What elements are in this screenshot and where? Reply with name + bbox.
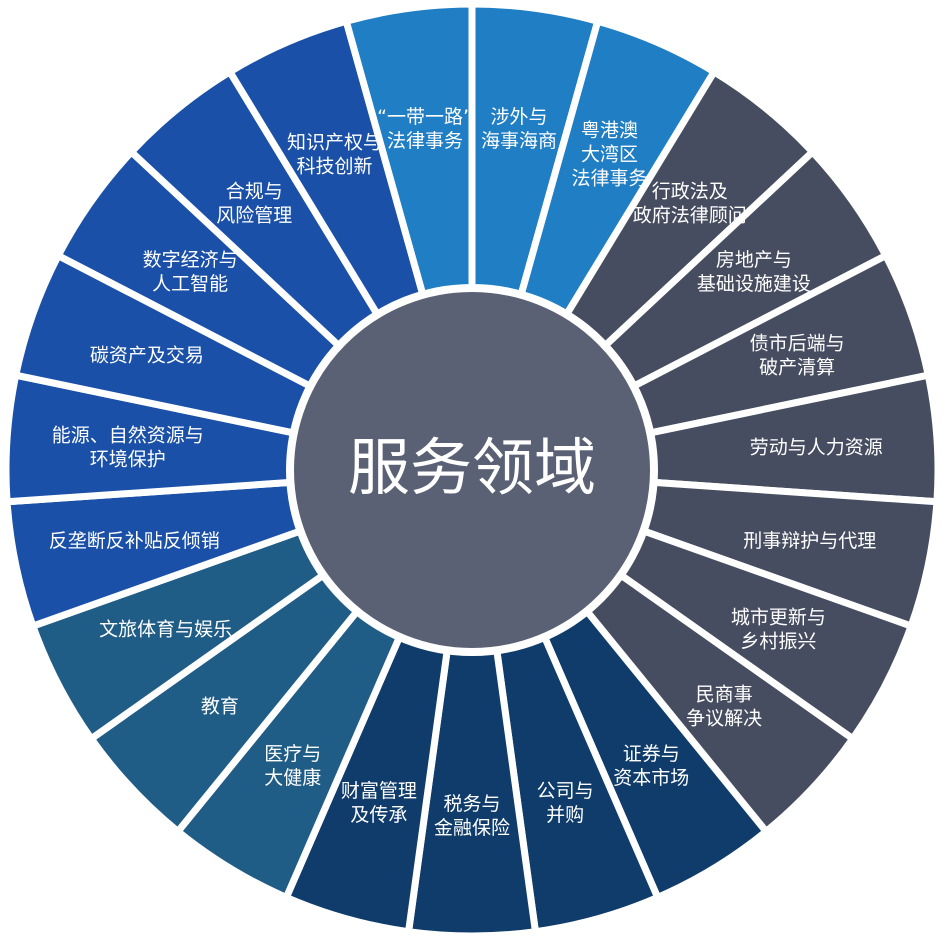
segment-label-line: 粤港澳	[581, 120, 638, 142]
segment-label: 行政法及政府法律顾问	[633, 180, 747, 226]
segment-label-line: 政府法律顾问	[633, 204, 747, 226]
segment-label-line: “一带一路”	[377, 106, 473, 128]
segment-label-line: 劳动与人力资源	[750, 436, 883, 458]
segment-label-line: 碳资产及交易	[90, 344, 204, 366]
segment-label-line: 债市后端与	[750, 332, 845, 354]
segment-label: 债市后端与破产清算	[750, 332, 845, 378]
segment-label-line: 财富管理	[341, 780, 417, 802]
segment-label-line: 数字经济与	[143, 249, 238, 271]
segment-label-line: 法律事务	[387, 130, 463, 152]
segment-label-line: 行政法及	[652, 180, 728, 202]
segment-label-line: 基础设施建设	[697, 273, 811, 295]
segment-label: 合规与风险管理	[216, 180, 292, 226]
segment-label-line: 能源、自然资源与	[52, 424, 204, 446]
segment-label-line: 税务与	[443, 793, 500, 815]
segment-label-line: 资本市场	[613, 767, 689, 789]
segment-label: 碳资产及交易	[90, 344, 204, 366]
segment-label: 税务与金融保险	[434, 793, 510, 839]
segment-label-line: 知识产权与	[287, 132, 382, 154]
segment-label: 反垄断反补贴反倾销	[49, 530, 220, 552]
segment-label-line: 金融保险	[434, 817, 510, 839]
segment-label: 公司与并购	[537, 780, 594, 826]
segment-label: 民商事争议解决	[686, 683, 762, 729]
segment-label: 证券与资本市场	[613, 743, 689, 789]
segment-label: 粤港澳大湾区法律事务	[571, 120, 647, 190]
segment-label-line: 公司与	[537, 780, 594, 802]
segment-label: 刑事辩护与代理	[743, 530, 876, 552]
segment-label-line: 民商事	[696, 683, 753, 705]
segment-label: 能源、自然资源与环境保护	[52, 424, 204, 470]
segment-label-line: 及传承	[350, 804, 407, 826]
segment-label-line: 文旅体育与娱乐	[99, 619, 232, 641]
segment-label: 财富管理及传承	[341, 780, 417, 826]
segment-label-line: 人工智能	[152, 273, 228, 295]
segment-label-line: 城市更新与	[731, 607, 826, 629]
segment-label: 教育	[201, 695, 239, 717]
segment-label-line: 科技创新	[297, 156, 373, 178]
segment-label-line: 海事海商	[481, 130, 557, 152]
segment-label-line: 反垄断反补贴反倾销	[49, 530, 220, 552]
segment-label-line: 法律事务	[571, 168, 647, 190]
segment-label-line: 刑事辩护与代理	[743, 530, 876, 552]
segment-label-line: 风险管理	[216, 204, 292, 226]
segment-label-line: 大健康	[264, 767, 321, 789]
segment-label: 城市更新与乡村振兴	[731, 607, 826, 653]
segment-label: 数字经济与人工智能	[143, 249, 238, 295]
segment-label: 房地产与基础设施建设	[697, 249, 811, 295]
segment-label-line: 破产清算	[759, 356, 835, 378]
segment-label-line: 涉外与	[490, 106, 547, 128]
segment-label-line: 医疗与	[264, 743, 321, 765]
segment-label-line: 并购	[546, 804, 584, 826]
segment-label-line: 教育	[201, 695, 239, 717]
segment-label-line: 合规与	[226, 180, 283, 202]
segment-label: 文旅体育与娱乐	[99, 619, 232, 641]
segment-label-line: 环境保护	[90, 448, 166, 470]
segment-label: 劳动与人力资源	[750, 436, 883, 458]
segment-label-line: 争议解决	[686, 707, 762, 729]
segment-label: 医疗与大健康	[264, 743, 321, 789]
labels-layer: 涉外与海事海商粤港澳大湾区法律事务行政法及政府法律顾问房地产与基础设施建设债市后…	[49, 106, 883, 839]
segment-label: 知识产权与科技创新	[287, 132, 382, 178]
segment-label-line: 乡村振兴	[740, 631, 816, 653]
segment-label-line: 大湾区	[581, 144, 638, 166]
segment-label-line: 房地产与	[716, 249, 792, 271]
center-title: 服务领域	[348, 431, 596, 504]
segment-label: “一带一路”法律事务	[377, 106, 473, 152]
center-disc	[286, 284, 658, 656]
segment-label-line: 证券与	[623, 743, 680, 765]
segment-label: 涉外与海事海商	[481, 106, 557, 152]
